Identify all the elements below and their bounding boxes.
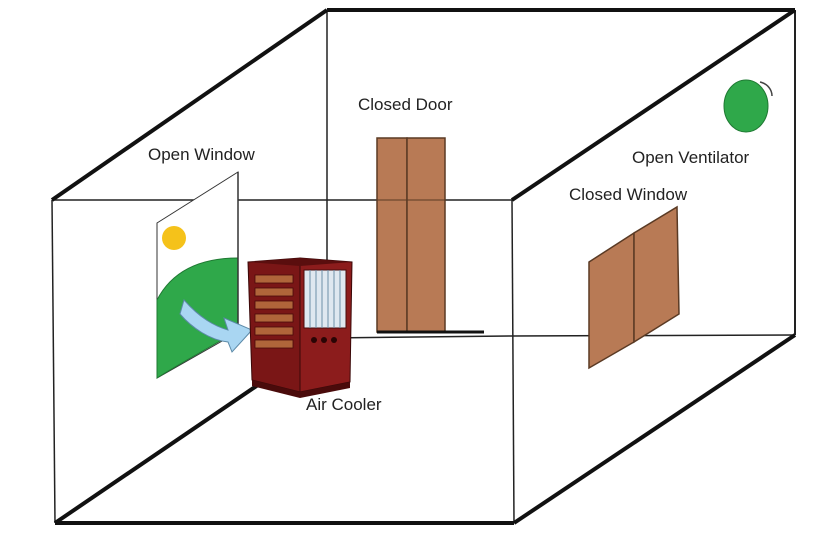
label-closed-door: Closed Door [358, 95, 453, 114]
open-window [156, 171, 239, 379]
cooler-side-vents [254, 274, 294, 349]
open-ventilator [723, 79, 773, 133]
airflow-arrow [179, 298, 253, 353]
label-air-cooler: Air Cooler [306, 395, 382, 414]
closed-door [376, 137, 484, 334]
label-open-ventilator: Open Ventilator [632, 148, 750, 167]
label-open-window: Open Window [148, 145, 255, 164]
air-cooler [247, 257, 353, 398]
sun-icon [162, 226, 186, 250]
cooler-front-grille [303, 269, 347, 329]
label-closed-window: Closed Window [569, 185, 688, 204]
closed-window [588, 205, 680, 370]
